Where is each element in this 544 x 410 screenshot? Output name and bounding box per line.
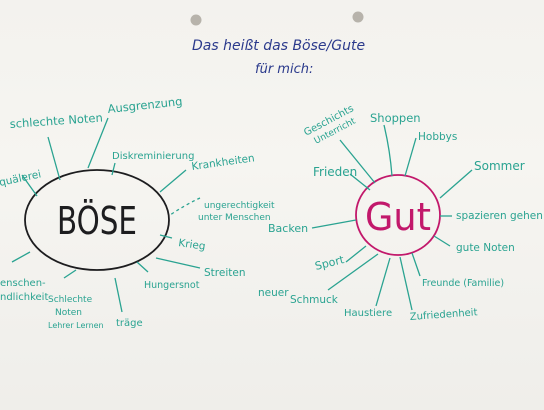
boese-item-menschen-line1: enschen- (0, 278, 46, 289)
boese-item-krieg: Krieg (178, 237, 207, 253)
gut-item-frieden: Frieden (313, 165, 357, 179)
boese-connectors (11, 117, 201, 313)
boese-item-schlechte-noten2-line3: Lehrer Lernen (48, 321, 104, 330)
gut-connectors (311, 124, 473, 311)
gut-item-neuer-schmuck-line2: Schmuck (290, 294, 339, 306)
boese-item-diskriminierung: Diskreminierung (112, 151, 194, 162)
boese-item-schlechte-noten2-line2: Noten (55, 308, 82, 318)
boese-item-streiten: Streiten (204, 267, 245, 279)
boese-item-krankheiten: Krankheiten (191, 152, 256, 173)
gut-item-freunde: Freunde (Familie) (422, 278, 504, 289)
boese-item-menschen-line2: ndlichkeit (0, 292, 48, 303)
gut-item-shoppen: Shoppen (370, 111, 421, 125)
gut-item-neuer-schmuck-line1: neuer (258, 287, 289, 299)
gut-item-haustiere: Haustiere (344, 308, 392, 319)
gut-ellipse (355, 174, 441, 256)
gut-center-word: Gut (365, 195, 431, 239)
boese-item-quaelerei: quälerei (0, 168, 42, 189)
gut-item-zufriedenheit: Zufriedenheit (409, 307, 477, 323)
boese-item-ungerechtigkeit-2: unter Menschen (198, 213, 271, 223)
gut-item-spazieren: spazieren gehen (456, 210, 543, 222)
title-line-2: für mich: (255, 62, 313, 77)
boese-item-ausgrenzung: Ausgrenzung (107, 94, 183, 116)
boese-item-traege: träge (116, 318, 143, 329)
boese-item-hungersnot: Hungersnot (144, 280, 200, 291)
boese-center-word: BÖSE (57, 199, 137, 243)
gut-item-sport: Sport (314, 253, 346, 273)
gut-item-backen: Backen (268, 222, 308, 235)
boese-ellipse (24, 169, 170, 271)
gut-item-sommer: Sommer (474, 159, 525, 173)
paper-hole-left (190, 14, 202, 26)
boese-item-ungerechtigkeit-1: ungerechtigkeit (204, 201, 275, 211)
boese-item-schlechte-noten: schlechte Noten (9, 111, 103, 131)
gut-item-hobbys: Hobbys (418, 131, 457, 143)
paper-hole-right (352, 11, 364, 23)
title-line-1: Das heißt das Böse/Gute (192, 38, 365, 54)
boese-item-schlechte-noten2-line1: Schlechte (48, 295, 93, 305)
gut-item-gute-noten: gute Noten (456, 242, 515, 254)
